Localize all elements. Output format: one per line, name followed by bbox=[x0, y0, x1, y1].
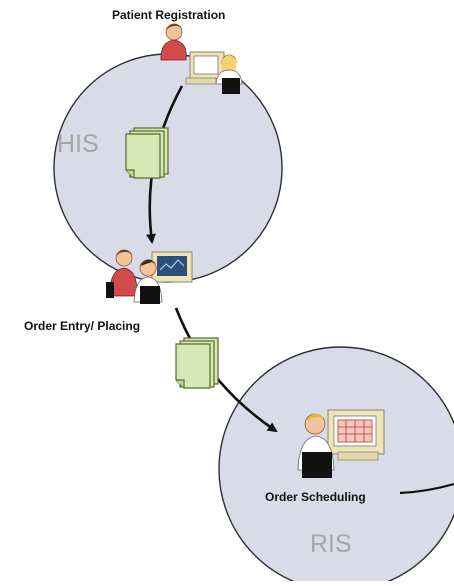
order-entry-label: Order Entry/ Placing bbox=[24, 319, 141, 333]
document-stack-icon bbox=[125, 127, 169, 179]
ris-system-label: RIS bbox=[310, 530, 352, 558]
flow-arrow-outgoing bbox=[399, 482, 454, 495]
person-at-computer-icon bbox=[106, 249, 193, 304]
ris-system-circle bbox=[218, 346, 454, 586]
person-at-computer-icon bbox=[297, 409, 385, 478]
order-scheduling-label: Order Scheduling bbox=[265, 490, 366, 504]
patient-registration-label: Patient Registration bbox=[112, 8, 226, 22]
person-at-computer-icon bbox=[160, 23, 243, 94]
document-stack-icon bbox=[175, 337, 219, 389]
his-system-label: HIS bbox=[57, 130, 99, 158]
